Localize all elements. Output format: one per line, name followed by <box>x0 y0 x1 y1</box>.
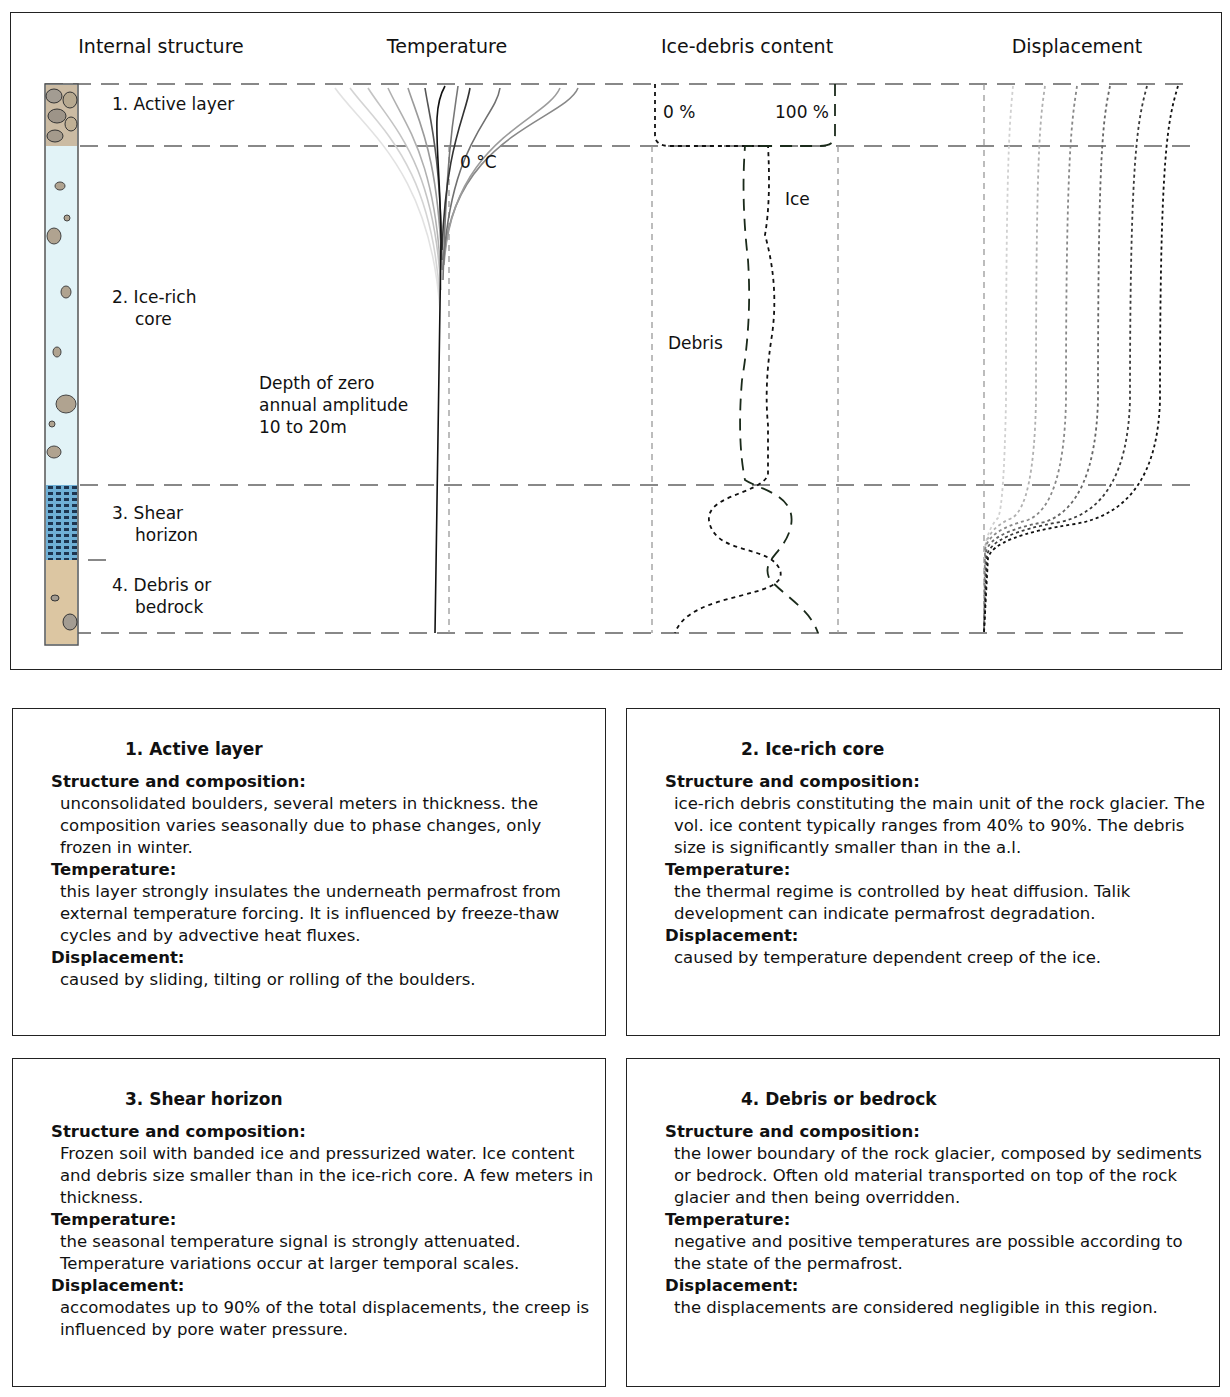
section-title: Temperature: <box>665 1209 1211 1231</box>
column-header: Internal structure <box>78 35 244 57</box>
section-body: Frozen soil with banded ice and pressuri… <box>51 1143 597 1209</box>
description-box: 3. Shear horizonStructure and compositio… <box>12 1058 606 1387</box>
horizon-lines <box>45 84 1192 633</box>
section-body: the lower boundary of the rock glacier, … <box>665 1143 1211 1209</box>
section-title: Structure and composition: <box>665 1121 1211 1143</box>
annotation: Debris <box>668 332 738 354</box>
section-title: Structure and composition: <box>665 771 1211 793</box>
section-body: caused by temperature dependent creep of… <box>665 947 1211 969</box>
box-heading: 3. Shear horizon <box>125 1088 597 1110</box>
section-title: Structure and composition: <box>51 1121 597 1143</box>
section-title: Displacement: <box>51 1275 597 1297</box>
ice-debris-profiles <box>652 84 838 633</box>
annotation: Depth of zero annual amplitude 10 to 20m <box>259 372 424 438</box>
box-heading: 4. Debris or bedrock <box>741 1088 1211 1110</box>
section-body: unconsolidated boulders, several meters … <box>51 793 597 859</box>
layer-label: 4. Debris or bedrock <box>112 574 237 618</box>
temperature-profiles <box>335 86 578 633</box>
annotation: Ice <box>785 188 825 210</box>
layer-label: 1. Active layer <box>112 93 237 115</box>
column-header: Temperature <box>387 35 507 57</box>
box-content: 3. Shear horizonStructure and compositio… <box>51 1088 597 1341</box>
section-title: Displacement: <box>665 1275 1211 1297</box>
box-content: 4. Debris or bedrockStructure and compos… <box>665 1088 1211 1319</box>
section-title: Structure and composition: <box>51 771 597 793</box>
layer-label: 3. Shear horizon <box>112 502 237 546</box>
annotation: 0 °C <box>460 151 520 173</box>
description-box: 2. Ice-rich coreStructure and compositio… <box>626 708 1220 1036</box>
description-box: 4. Debris or bedrockStructure and compos… <box>626 1058 1220 1387</box>
section-body: the seasonal temperature signal is stron… <box>51 1231 597 1275</box>
section-title: Displacement: <box>51 947 597 969</box>
column-header: Displacement <box>1012 35 1143 57</box>
layer-label: 2. Ice-rich core <box>112 286 237 330</box>
section-body: caused by sliding, tilting or rolling of… <box>51 969 597 991</box>
box-heading: 1. Active layer <box>125 738 597 760</box>
section-title: Temperature: <box>665 859 1211 881</box>
annotation: 100 % <box>775 101 835 123</box>
box-content: 2. Ice-rich coreStructure and compositio… <box>665 738 1211 969</box>
section-body: the thermal regime is controlled by heat… <box>665 881 1211 925</box>
column-header: Ice-debris content <box>661 35 833 57</box>
displacement-profiles <box>984 84 1178 633</box>
box-heading: 2. Ice-rich core <box>741 738 1211 760</box>
description-box: 1. Active layerStructure and composition… <box>12 708 606 1036</box>
section-body: this layer strongly insulates the undern… <box>51 881 597 947</box>
section-body: negative and positive temperatures are p… <box>665 1231 1211 1275</box>
section-body: ice-rich debris constituting the main un… <box>665 793 1211 859</box>
section-body: accomodates up to 90% of the total displ… <box>51 1297 597 1341</box>
box-content: 1. Active layerStructure and composition… <box>51 738 597 991</box>
annotation: 0 % <box>663 101 713 123</box>
section-body: the displacements are considered negligi… <box>665 1297 1211 1319</box>
section-title: Displacement: <box>665 925 1211 947</box>
section-title: Temperature: <box>51 859 597 881</box>
structure-column <box>45 84 78 645</box>
section-title: Temperature: <box>51 1209 597 1231</box>
